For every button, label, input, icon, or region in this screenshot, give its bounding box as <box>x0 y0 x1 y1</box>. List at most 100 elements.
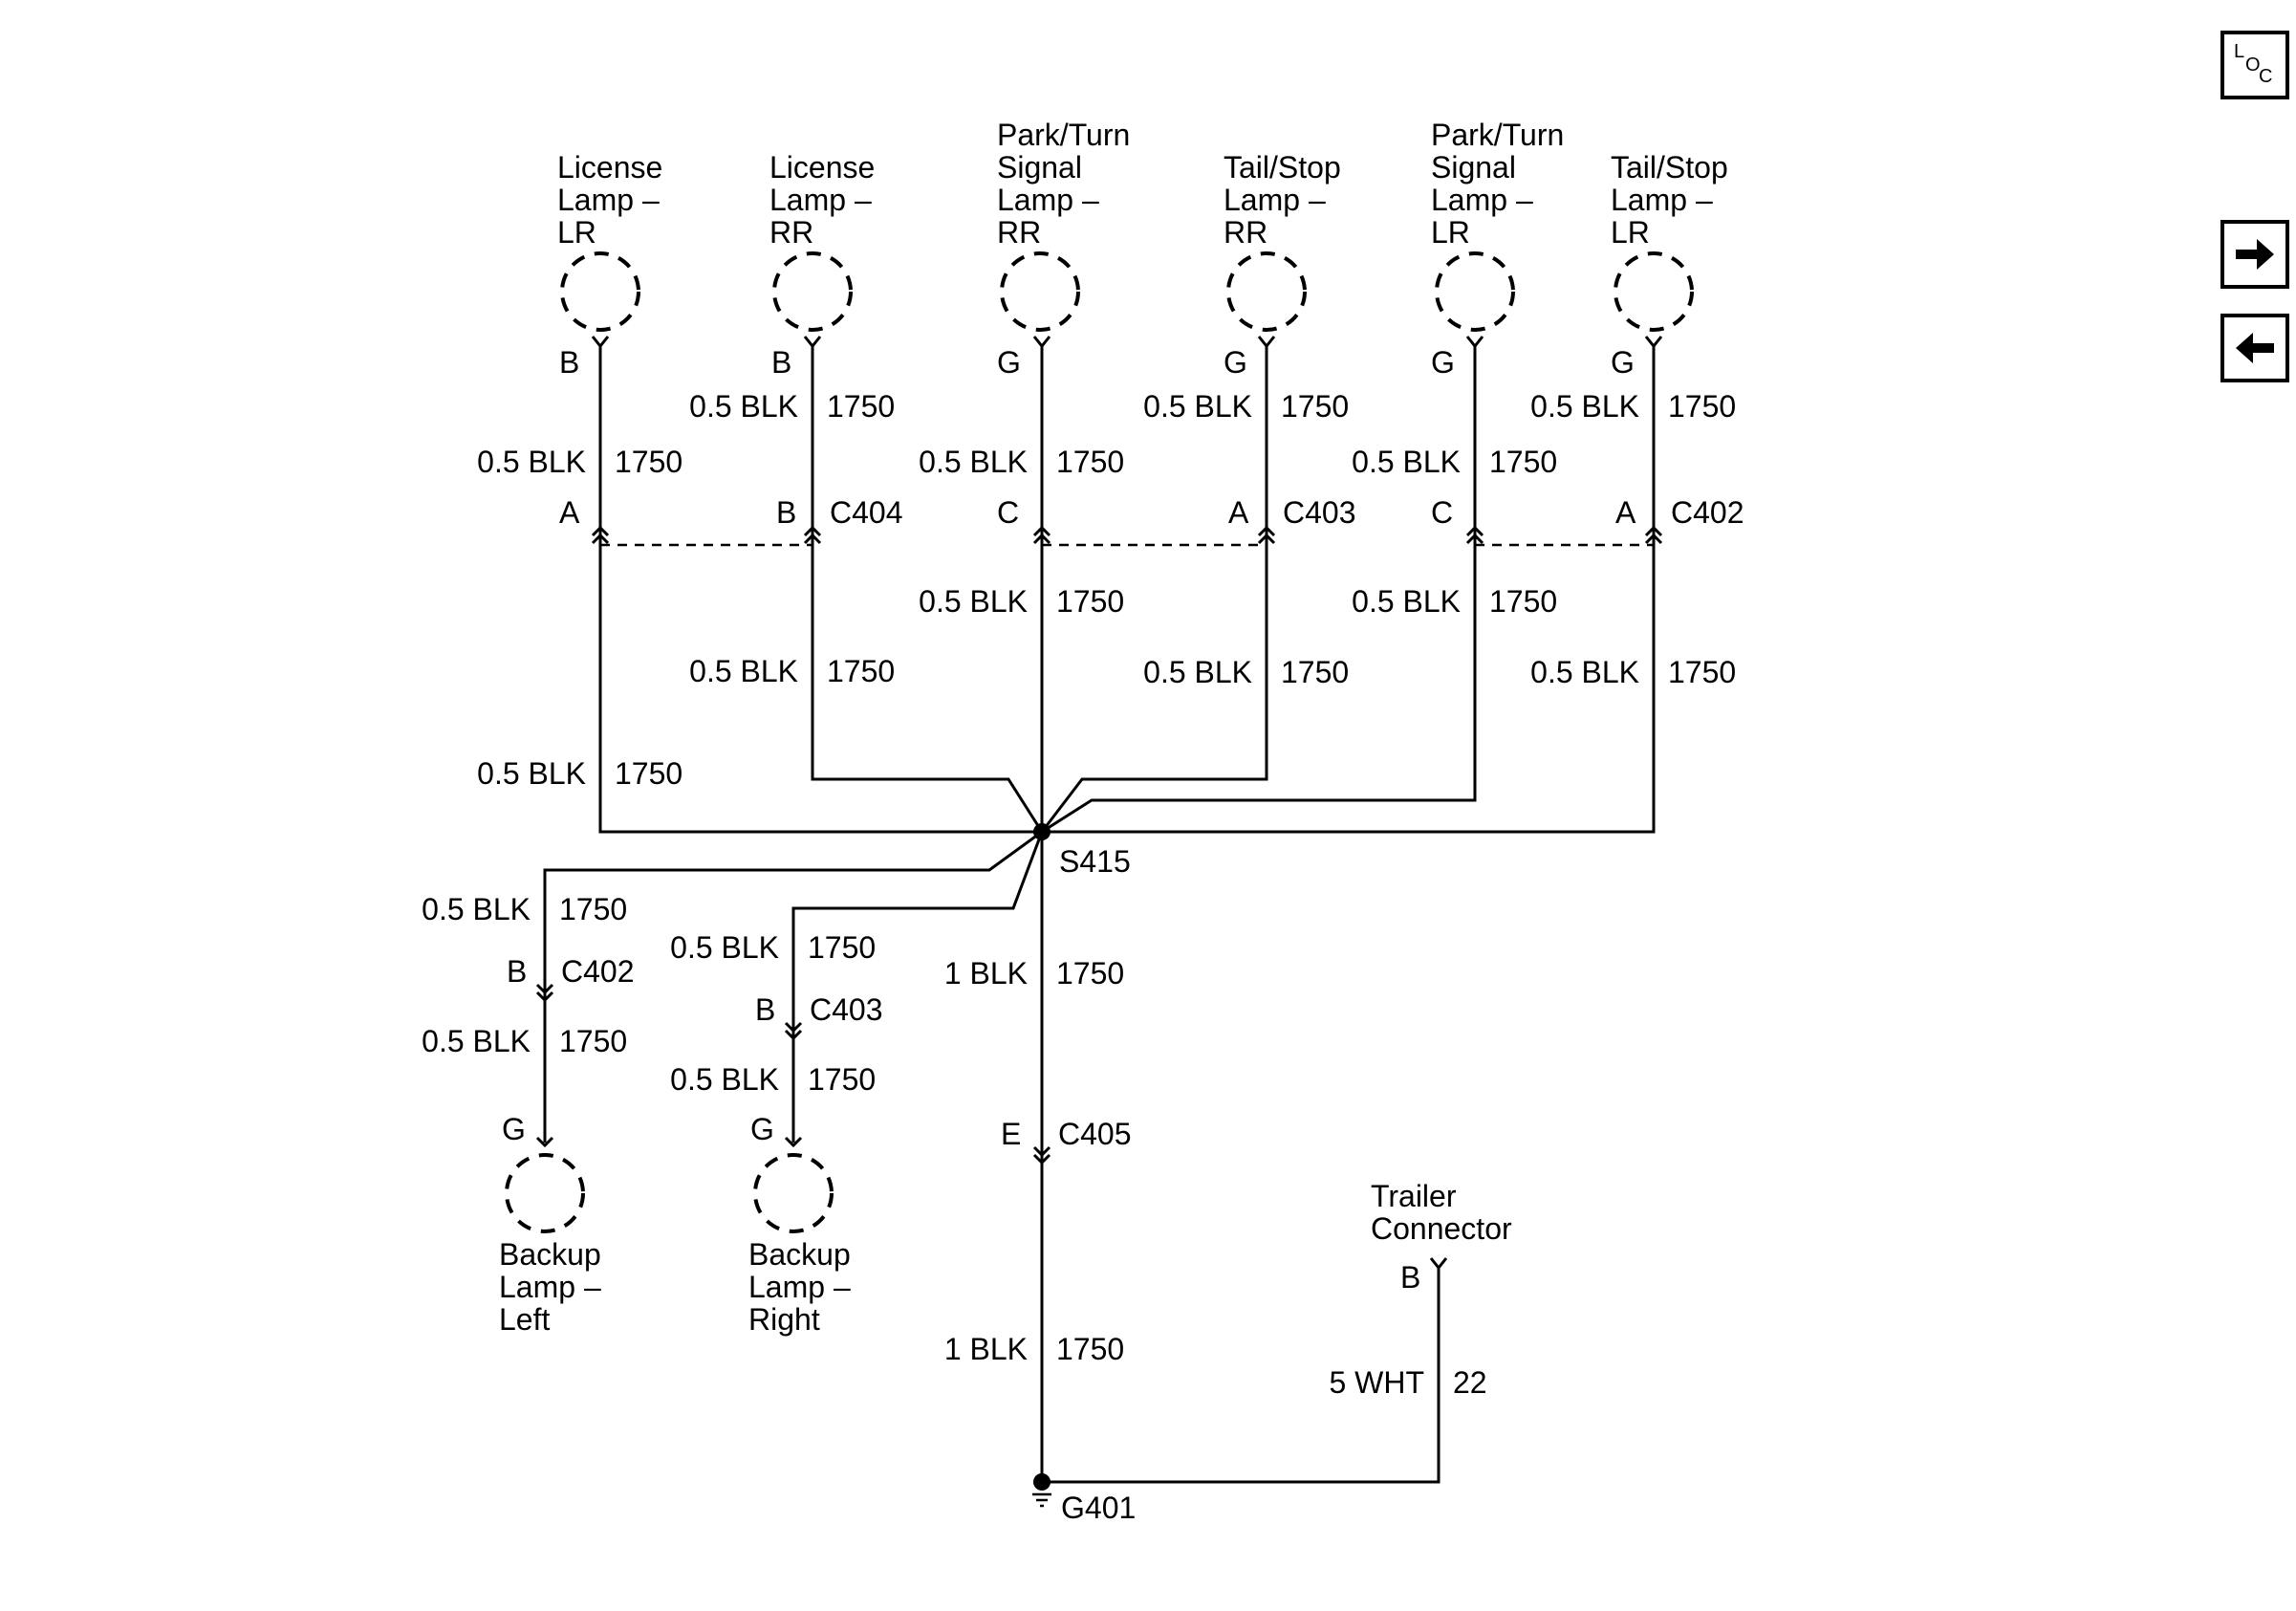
splice-s415-label: S415 <box>1059 844 1131 879</box>
backup-lamp-right-symbol <box>753 1153 834 1233</box>
wire-tail-stop-rr <box>1040 344 1268 833</box>
wire-circuit: 1750 <box>1056 1332 1124 1366</box>
previous-page-button[interactable] <box>2220 314 2289 382</box>
svg-text:C: C <box>2259 66 2272 87</box>
wire-size-color: 0.5 BLK <box>477 445 586 479</box>
label-backup-lamp-left: Backup Lamp – Left <box>499 1237 610 1337</box>
connector-c403: C403 <box>1283 495 1356 530</box>
wire-circuit: 1750 <box>1489 445 1557 479</box>
wire-circuit: 22 <box>1453 1365 1487 1400</box>
splice-s415-node <box>1033 823 1051 840</box>
connector-c404: C404 <box>830 495 903 530</box>
wire-size-color: 0.5 BLK <box>670 1062 779 1097</box>
wire-circuit: 1750 <box>1281 389 1349 424</box>
pin-trailer-b: B <box>1400 1260 1420 1295</box>
arrow-left-icon <box>2236 333 2274 363</box>
svg-text:O: O <box>2245 54 2261 76</box>
wire-trailer-ground <box>1042 1267 1440 1484</box>
wire-size-color: 1 BLK <box>944 1332 1028 1366</box>
connector-ids: C404 C403 C402 C402 C403 C405 S415 G401 <box>561 495 1744 1525</box>
wire-size-color: 0.5 BLK <box>422 1024 531 1058</box>
next-page-button[interactable] <box>2220 220 2289 289</box>
pin-chevrons <box>535 336 1663 1271</box>
wire-circuit: 1750 <box>1489 584 1557 619</box>
license-lamp-rr-symbol <box>772 251 853 332</box>
label-tail-stop-lamp-rr: Tail/Stop Lamp – RR <box>1224 150 1350 250</box>
pin-c403-a: A <box>1228 495 1249 530</box>
pin-tail-stop-lr: G <box>1611 345 1635 380</box>
wire-backup-right <box>791 831 1044 1143</box>
ground-g401-node <box>1033 1473 1051 1491</box>
wire-size-color: 1 BLK <box>944 956 1028 991</box>
pin-park-turn-rr: G <box>997 345 1021 380</box>
arrow-right-icon <box>2236 239 2274 270</box>
pin-c402-a: A <box>1615 495 1636 530</box>
label-license-lamp-lr: License Lamp – LR <box>557 150 671 250</box>
label-license-lamp-rr: License Lamp – RR <box>769 150 883 250</box>
pin-license-rr: B <box>771 345 791 380</box>
wire-circuit: 1750 <box>1056 956 1124 991</box>
ground-g401-label: G401 <box>1061 1491 1136 1525</box>
wire-size-color: 0.5 BLK <box>670 930 779 965</box>
location-icon: L O C <box>2234 41 2272 87</box>
backup-lamp-left-symbol <box>505 1153 585 1233</box>
label-backup-lamp-right: Backup Lamp – Right <box>748 1237 859 1337</box>
pin-backup-right-connector: B <box>755 992 775 1027</box>
wire-park-turn-lr <box>1041 344 1477 834</box>
wire-circuit: 1750 <box>1668 389 1736 424</box>
wire-size-color: 0.5 BLK <box>1352 445 1461 479</box>
wire-circuit: 1750 <box>808 930 876 965</box>
pin-park-turn-lr: G <box>1431 345 1455 380</box>
wires <box>543 344 1656 1484</box>
wire-circuit: 1750 <box>559 892 627 926</box>
license-lamp-lr-symbol <box>560 251 640 332</box>
pin-backup-left: G <box>502 1112 526 1146</box>
wire-circuit: 1750 <box>559 1024 627 1058</box>
tail-stop-lamp-lr-symbol <box>1614 251 1694 332</box>
wire-size-color: 0.5 BLK <box>689 654 798 688</box>
ground-symbol-icon <box>1032 1492 1051 1508</box>
wire-size-color: 0.5 BLK <box>1530 389 1639 424</box>
park-turn-lamp-lr-symbol <box>1435 251 1515 332</box>
connector-c402: C402 <box>1671 495 1744 530</box>
park-turn-lamp-rr-symbol <box>1000 251 1080 332</box>
label-trailer-connector: Trailer Connector <box>1371 1179 1512 1246</box>
svg-text:L: L <box>2234 41 2244 62</box>
wire-size-color: 0.5 BLK <box>422 892 531 926</box>
connector-c405: C405 <box>1058 1117 1132 1151</box>
lamp-symbols <box>505 251 1694 1233</box>
wire-size-color: 0.5 BLK <box>1143 389 1252 424</box>
wire-license-lamp-lr <box>598 344 1042 834</box>
pin-c402-c: C <box>1431 495 1453 530</box>
pin-tail-stop-rr: G <box>1224 345 1247 380</box>
wire-circuit: 1750 <box>1056 584 1124 619</box>
wire-backup-left <box>543 830 1043 1143</box>
wire-labels: 0.5 BLK 1750 0.5 BLK 1750 0.5 BLK 1750 0… <box>422 389 1736 1400</box>
connector-c403-backup: C403 <box>810 992 883 1027</box>
pin-labels: B B G G G G A B C A C A B B G G E B <box>502 345 1636 1295</box>
pin-backup-left-connector: B <box>507 954 527 989</box>
wire-circuit: 1750 <box>1668 655 1736 689</box>
wire-size-color: 0.5 BLK <box>689 389 798 424</box>
pin-license-lr: B <box>559 345 579 380</box>
wire-size-color: 0.5 BLK <box>1143 655 1252 689</box>
wire-size-color: 5 WHT <box>1329 1365 1424 1400</box>
component-labels: License Lamp – LR License Lamp – RR Park… <box>499 118 1737 1337</box>
wire-size-color: 0.5 BLK <box>477 756 586 791</box>
pin-backup-right: G <box>750 1112 774 1146</box>
label-tail-stop-lamp-lr: Tail/Stop Lamp – LR <box>1611 150 1737 250</box>
wire-circuit: 1750 <box>827 389 895 424</box>
location-button[interactable]: L O C <box>2220 31 2289 99</box>
wire-size-color: 0.5 BLK <box>919 584 1028 619</box>
wire-tail-stop-lr <box>1042 344 1656 834</box>
wire-size-color: 0.5 BLK <box>1530 655 1639 689</box>
wire-circuit: 1750 <box>615 756 682 791</box>
wire-license-lamp-rr <box>811 344 1044 833</box>
wire-circuit: 1750 <box>1281 655 1349 689</box>
tail-stop-lamp-rr-symbol <box>1226 251 1307 332</box>
pin-c405-e: E <box>1001 1117 1021 1151</box>
pin-c403-c: C <box>997 495 1019 530</box>
pin-c404-b: B <box>776 495 796 530</box>
connector-c402-backup: C402 <box>561 954 635 989</box>
